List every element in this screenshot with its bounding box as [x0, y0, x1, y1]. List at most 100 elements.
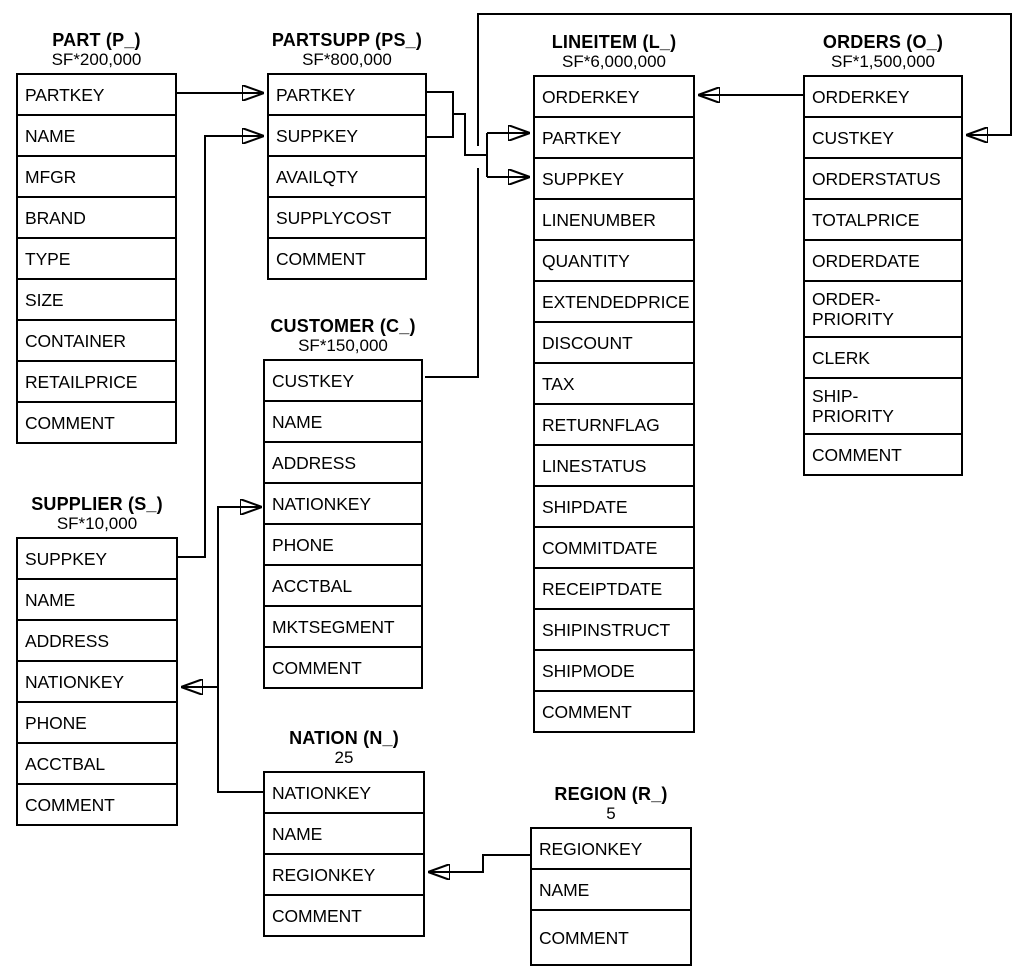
table-row-address: ADDRESS [16, 619, 178, 662]
table-row-shipinstruct: SHIPINSTRUCT [533, 608, 695, 651]
table-row-type: TYPE [16, 237, 177, 280]
table-row-quantity: QUANTITY [533, 239, 695, 282]
connector-partsupp-to-lineitem-jog [453, 113, 487, 156]
table-row-regionkey: REGIONKEY [530, 827, 692, 870]
table-row-phone: PHONE [263, 523, 423, 566]
table-row-nationkey: NATIONKEY [263, 482, 423, 525]
table-row-custkey: CUSTKEY [803, 116, 963, 159]
table-row-returnflag: RETURNFLAG [533, 403, 695, 446]
table-row-container: CONTAINER [16, 319, 177, 362]
table-orders-header: ORDERS (O_) SF*1,500,000 [763, 32, 1003, 75]
table-partsupp-title: PARTSUPP (PS_) [271, 30, 423, 50]
table-partsupp-header: PARTSUPP (PS_) SF*800,000 [227, 30, 467, 73]
table-row-phone: PHONE [16, 701, 178, 744]
table-row-clerk: CLERK [803, 336, 963, 379]
table-partsupp-cardinality: SF*800,000 [302, 50, 392, 69]
table-row-custkey: CUSTKEY [263, 359, 423, 402]
table-row-acctbal: ACCTBAL [16, 742, 178, 785]
table-row-orderkey: ORDERKEY [803, 75, 963, 118]
table-row-availqty: AVAILQTY [267, 155, 427, 198]
table-row-orderstatus: ORDERSTATUS [803, 157, 963, 200]
table-row-linenumber: LINENUMBER [533, 198, 695, 241]
table-row-supplycost: SUPPLYCOST [267, 196, 427, 239]
table-row-name: NAME [530, 868, 692, 911]
table-row-retailprice: RETAILPRICE [16, 360, 177, 403]
table-nation-cardinality: 25 [334, 748, 354, 767]
table-row-suppkey: SUPPKEY [533, 157, 695, 200]
table-part-header: PART (P_) SF*200,000 [0, 30, 217, 73]
table-row-comment: COMMENT [16, 783, 178, 826]
table-row-name: NAME [16, 114, 177, 157]
table-row-suppkey: SUPPKEY [16, 537, 178, 580]
table-row-brand: BRAND [16, 196, 177, 239]
table-row-comment: COMMENT [803, 433, 963, 476]
table-row-nationkey: NATIONKEY [263, 771, 425, 814]
table-row-partkey: PARTKEY [267, 73, 427, 116]
table-customer-cardinality: SF*150,000 [298, 336, 388, 355]
table-orders-title: ORDERS (O_) [822, 32, 944, 52]
table-row-order-priority: ORDER- PRIORITY [803, 280, 963, 338]
table-row-comment: COMMENT [16, 401, 177, 444]
table-row-shipdate: SHIPDATE [533, 485, 695, 528]
table-row-regionkey: REGIONKEY [263, 853, 425, 896]
table-region-header: REGION (R_) 5 [490, 784, 732, 827]
table-part-title: PART (P_) [52, 30, 141, 50]
table-row-totalprice: TOTALPRICE [803, 198, 963, 241]
table-lineitem-title: LINEITEM (L_) [551, 32, 677, 52]
table-part-cardinality: SF*200,000 [51, 50, 142, 69]
table-row-tax: TAX [533, 362, 695, 405]
table-customer-header: CUSTOMER (C_) SF*150,000 [223, 316, 463, 359]
table-row-comment: COMMENT [267, 237, 427, 280]
table-row-shipmode: SHIPMODE [533, 649, 695, 692]
table-supplier-cardinality: SF*10,000 [56, 514, 138, 533]
table-row-name: NAME [263, 812, 425, 855]
table-row-size: SIZE [16, 278, 177, 321]
table-row-mktsegment: MKTSEGMENT [263, 605, 423, 648]
table-nation-header: NATION (N_) 25 [223, 728, 465, 771]
table-row-orderkey: ORDERKEY [533, 75, 695, 118]
table-orders-cardinality: SF*1,500,000 [831, 52, 935, 71]
table-row-extendedprice: EXTENDEDPRICE [533, 280, 695, 323]
table-lineitem-header: LINEITEM (L_) SF*6,000,000 [493, 32, 735, 75]
connector-partsupp-key-bracket [427, 91, 454, 138]
table-row-commitdate: COMMITDATE [533, 526, 695, 569]
table-region-cardinality: 5 [606, 804, 616, 823]
table-row-ship-priority: SHIP- PRIORITY [803, 377, 963, 435]
table-row-name: NAME [16, 578, 178, 621]
table-row-suppkey: SUPPKEY [267, 114, 427, 157]
table-customer-title: CUSTOMER (C_) [270, 316, 416, 336]
table-row-comment: COMMENT [263, 894, 425, 937]
table-row-mfgr: MFGR [16, 155, 177, 198]
table-row-acctbal: ACCTBAL [263, 564, 423, 607]
table-lineitem-cardinality: SF*6,000,000 [562, 52, 666, 71]
table-region-title: REGION (R_) [554, 784, 668, 804]
table-row-comment: COMMENT [533, 690, 695, 733]
table-nation-title: NATION (N_) [289, 728, 399, 748]
table-row-address: ADDRESS [263, 441, 423, 484]
table-row-comment: COMMENT [530, 909, 692, 966]
table-row-comment: COMMENT [263, 646, 423, 689]
table-row-partkey: PARTKEY [533, 116, 695, 159]
table-row-discount: DISCOUNT [533, 321, 695, 364]
table-supplier-header: SUPPLIER (S_) SF*10,000 [0, 494, 218, 537]
table-row-receiptdate: RECEIPTDATE [533, 567, 695, 610]
table-row-name: NAME [263, 400, 423, 443]
table-row-linestatus: LINESTATUS [533, 444, 695, 487]
